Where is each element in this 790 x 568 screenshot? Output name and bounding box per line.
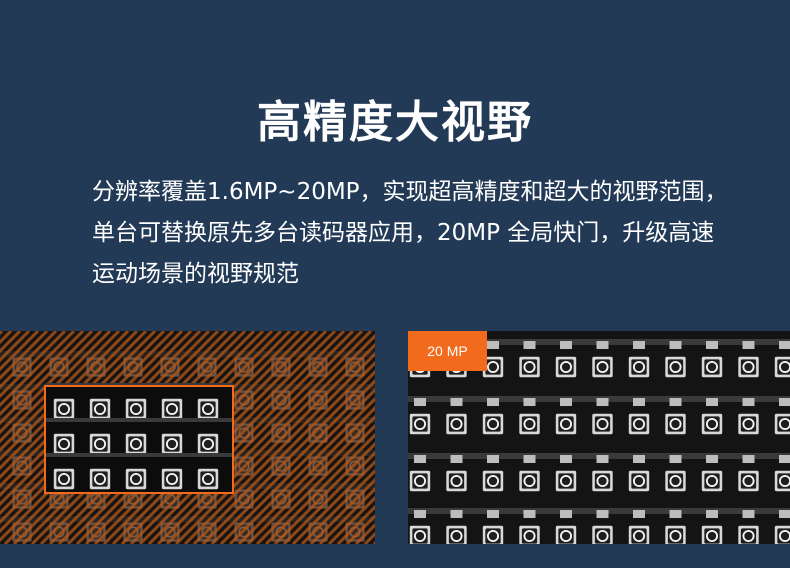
high-resolution-sample-image: 20 MP <box>408 331 790 544</box>
hatch-stripe <box>0 331 67 399</box>
hatch-stripe <box>192 360 375 544</box>
hatch-stripe <box>165 333 375 544</box>
hatch-stripe <box>264 432 375 544</box>
hatch-stripe <box>0 331 130 462</box>
hatch-stripe <box>0 331 94 426</box>
page-title: 高精度大视野 <box>257 97 533 148</box>
hatch-stripe <box>291 459 375 544</box>
component-tray-image-left <box>0 331 375 544</box>
hatch-stripe <box>327 495 375 544</box>
hatch-stripe <box>0 331 40 372</box>
resolution-badge: 20 MP <box>408 331 487 371</box>
hatch-stripe <box>0 331 112 444</box>
hatch-stripe <box>138 331 355 544</box>
hatch-stripe <box>156 331 373 544</box>
hatch-stripe <box>273 441 375 544</box>
hatch-stripe <box>300 468 375 544</box>
hatch-stripe <box>282 450 375 544</box>
hatch-stripe <box>309 477 375 544</box>
hatch-stripe <box>219 387 375 544</box>
hatch-stripe <box>237 405 375 544</box>
hatch-stripe <box>246 414 375 544</box>
low-resolution-sample-image <box>0 331 375 544</box>
hatch-stripe <box>147 331 364 544</box>
hatch-stripe <box>0 331 148 480</box>
hatch-stripe <box>129 331 346 544</box>
hatch-stripe <box>0 331 76 408</box>
hatch-stripe <box>0 331 49 381</box>
hatch-stripe <box>228 396 375 544</box>
hatch-stripe <box>183 351 375 544</box>
hatch-stripe <box>0 331 58 390</box>
hatch-stripe <box>255 423 375 544</box>
component-tray-image-right <box>408 331 790 544</box>
hatch-stripe <box>336 504 375 544</box>
hatch-stripe <box>210 378 375 544</box>
hatch-stripe <box>0 331 85 417</box>
hatch-stripe <box>0 331 103 435</box>
hatch-stripe <box>0 331 139 471</box>
feature-description: 分辨率覆盖1.6MP~20MP，实现超高精度和超大的视野范围，单台可替换原先多台… <box>92 179 728 287</box>
highlight-frame <box>44 385 234 494</box>
hatch-stripe <box>0 331 121 453</box>
hatch-stripe <box>174 342 375 544</box>
hatch-stripe <box>318 486 375 544</box>
hatch-stripe <box>201 369 375 544</box>
